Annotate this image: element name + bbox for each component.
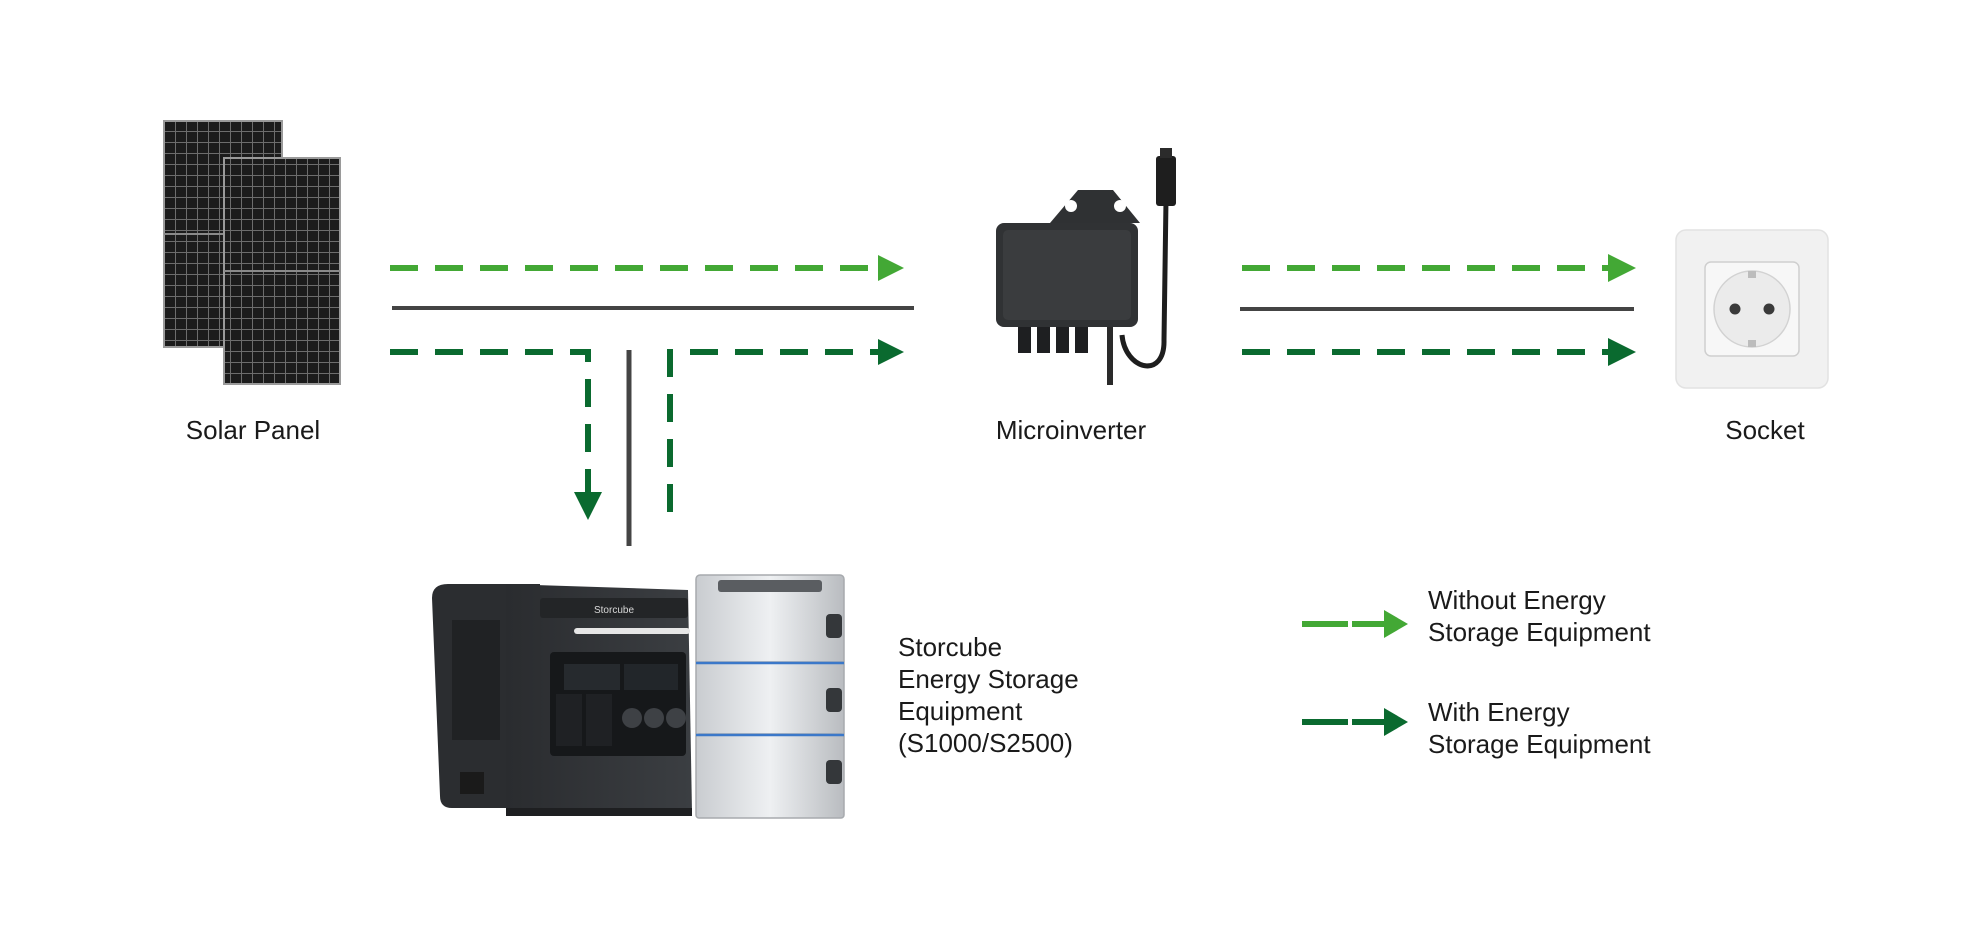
storcube-logo: Storcube — [594, 605, 634, 616]
microinverter-label: Microinverter — [995, 415, 1147, 445]
legend-without-storage-swatch — [1302, 610, 1408, 638]
storage-label: Storcube Energy Storage Equipment (S1000… — [898, 631, 1079, 759]
solar-panel-label: Solar Panel — [185, 415, 321, 445]
arrowhead-with-storage — [574, 492, 602, 520]
socket-label: Socket — [1725, 415, 1805, 445]
arrowhead-without-storage — [1608, 254, 1636, 282]
socket-icon — [1675, 229, 1829, 389]
arrowhead-without-storage — [878, 255, 904, 281]
flow-with-storage — [390, 349, 1608, 512]
legend-label-line: Storage Equipment — [1428, 729, 1651, 759]
storage-label-line: Equipment — [898, 696, 1023, 726]
arrowhead-with-storage — [878, 339, 904, 365]
legend-label-line: Without Energy — [1428, 585, 1606, 615]
legend-label-line: Storage Equipment — [1428, 617, 1651, 647]
legend-without-storage-label: Without Energy Storage Equipment — [1428, 584, 1651, 648]
solar-panel-icon — [163, 120, 341, 385]
legend-with-storage-swatch — [1302, 708, 1408, 736]
legend-with-storage-label: With Energy Storage Equipment — [1428, 696, 1651, 760]
legend-label-line: With Energy — [1428, 697, 1570, 727]
storage-label-line: Storcube — [898, 632, 1003, 662]
arrowhead-with-storage — [1608, 338, 1636, 366]
microinverter-icon — [996, 148, 1176, 385]
storcube-battery-stack-icon — [695, 574, 845, 819]
storcube-power-station-icon: Storcube — [432, 584, 692, 816]
storage-label-line: Energy Storage — [898, 664, 1079, 694]
storage-label-line: (S1000/S2500) — [898, 728, 1073, 758]
